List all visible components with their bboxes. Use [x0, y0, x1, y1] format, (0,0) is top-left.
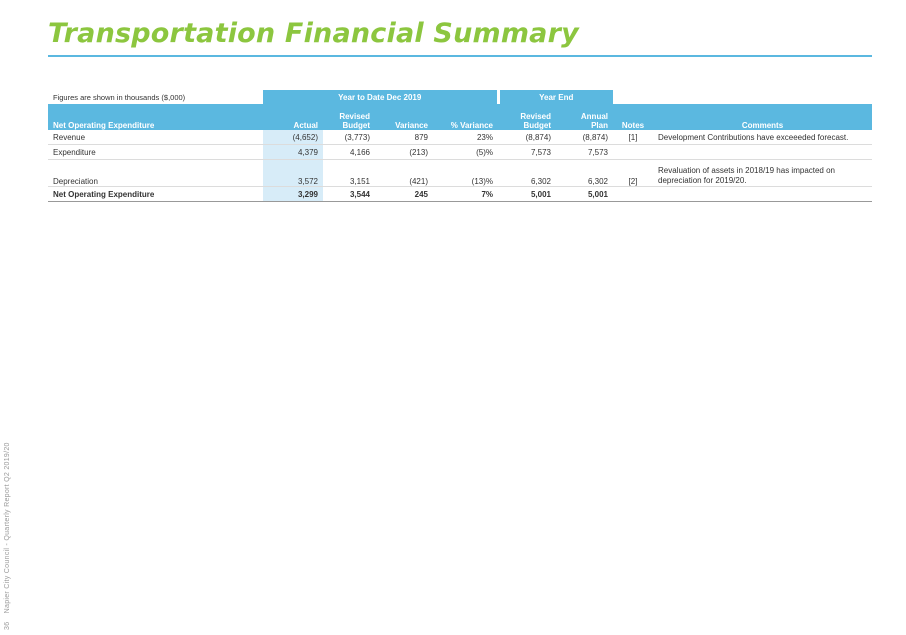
col-header-revised-budget-line1: Revised: [339, 112, 370, 121]
group-header-row: Figures are shown in thousands ($,000) Y…: [48, 90, 872, 104]
col-header-revised-budget-line2: Budget: [342, 121, 370, 130]
side-footer: 36 Napier City Council - Quarterly Repor…: [0, 420, 20, 630]
cell-revised-budget: (3,773): [323, 130, 375, 145]
cell-pct-variance: (13)%: [433, 159, 498, 187]
col-header-actual: Actual: [263, 104, 323, 130]
cell-actual: 4,379: [263, 144, 323, 160]
col-header-annual-line2: Plan: [591, 121, 608, 130]
col-header-pct-variance: % Variance: [433, 104, 498, 130]
cell-notes: [613, 144, 653, 160]
cell-revised-budget: 3,151: [323, 159, 375, 187]
table-row: Depreciation 3,572 3,151 (421) (13)% 6,3…: [48, 159, 872, 187]
report-name: Napier City Council - Quarterly Report Q…: [4, 442, 11, 614]
cell-annual-plan: 6,302: [556, 159, 613, 187]
cell-pct-variance: (5)%: [433, 144, 498, 160]
cell-ye-revised-budget: 7,573: [498, 144, 556, 160]
page-number: 36: [4, 621, 11, 630]
cell-comments: Revaluation of assets in 2018/19 has imp…: [653, 159, 872, 187]
col-header-ye-revised-line2: Budget: [523, 121, 551, 130]
cell-comments: [653, 144, 872, 160]
total-label: Net Operating Expenditure: [48, 186, 263, 202]
cell-notes: [1]: [613, 130, 653, 145]
cell-ye-revised-budget: 6,302: [498, 159, 556, 187]
total-notes: [613, 186, 653, 202]
financial-summary-table: Figures are shown in thousands ($,000) Y…: [48, 90, 872, 202]
cell-variance: (213): [375, 144, 433, 160]
total-revised-budget: 3,544: [323, 186, 375, 202]
col-header-variance: Variance: [375, 104, 433, 130]
cell-actual: (4,652): [263, 130, 323, 145]
title-underline: [48, 55, 872, 57]
total-ye-revised-budget: 5,001: [498, 186, 556, 202]
total-actual: 3,299: [263, 186, 323, 202]
col-header-comments: Comments: [653, 104, 872, 130]
cell-notes: [2]: [613, 159, 653, 187]
column-header-row: Net Operating Expenditure Actual Revised…: [48, 104, 872, 130]
year-end-group-header: Year End: [496, 90, 613, 104]
total-variance: 245: [375, 186, 433, 202]
total-comments: [653, 186, 872, 202]
cell-comments: Development Contributions have exceeeded…: [653, 130, 872, 145]
total-annual-plan: 5,001: [556, 186, 613, 202]
col-header-ye-revised-line1: Revised: [520, 112, 551, 121]
col-header-label: Net Operating Expenditure: [48, 104, 263, 130]
table-row: Expenditure 4,379 4,166 (213) (5)% 7,573…: [48, 144, 872, 160]
table-row: Revenue (4,652) (3,773) 879 23% (8,874) …: [48, 130, 872, 145]
col-header-annual-line1: Annual: [580, 112, 608, 121]
page-title: Transportation Financial Summary: [48, 18, 579, 49]
units-caption: Figures are shown in thousands ($,000): [53, 92, 186, 102]
total-row: Net Operating Expenditure 3,299 3,544 24…: [48, 186, 872, 202]
cell-annual-plan: (8,874): [556, 130, 613, 145]
cell-variance: (421): [375, 159, 433, 187]
total-pct-variance: 7%: [433, 186, 498, 202]
row-label: Expenditure: [48, 144, 263, 160]
row-label: Depreciation: [48, 159, 263, 187]
cell-pct-variance: 23%: [433, 130, 498, 145]
cell-variance: 879: [375, 130, 433, 145]
cell-actual: 3,572: [263, 159, 323, 187]
col-header-notes: Notes: [613, 104, 653, 130]
row-label: Revenue: [48, 130, 263, 145]
cell-ye-revised-budget: (8,874): [498, 130, 556, 145]
cell-annual-plan: 7,573: [556, 144, 613, 160]
cell-revised-budget: 4,166: [323, 144, 375, 160]
ytd-group-header: Year to Date Dec 2019: [263, 90, 498, 104]
